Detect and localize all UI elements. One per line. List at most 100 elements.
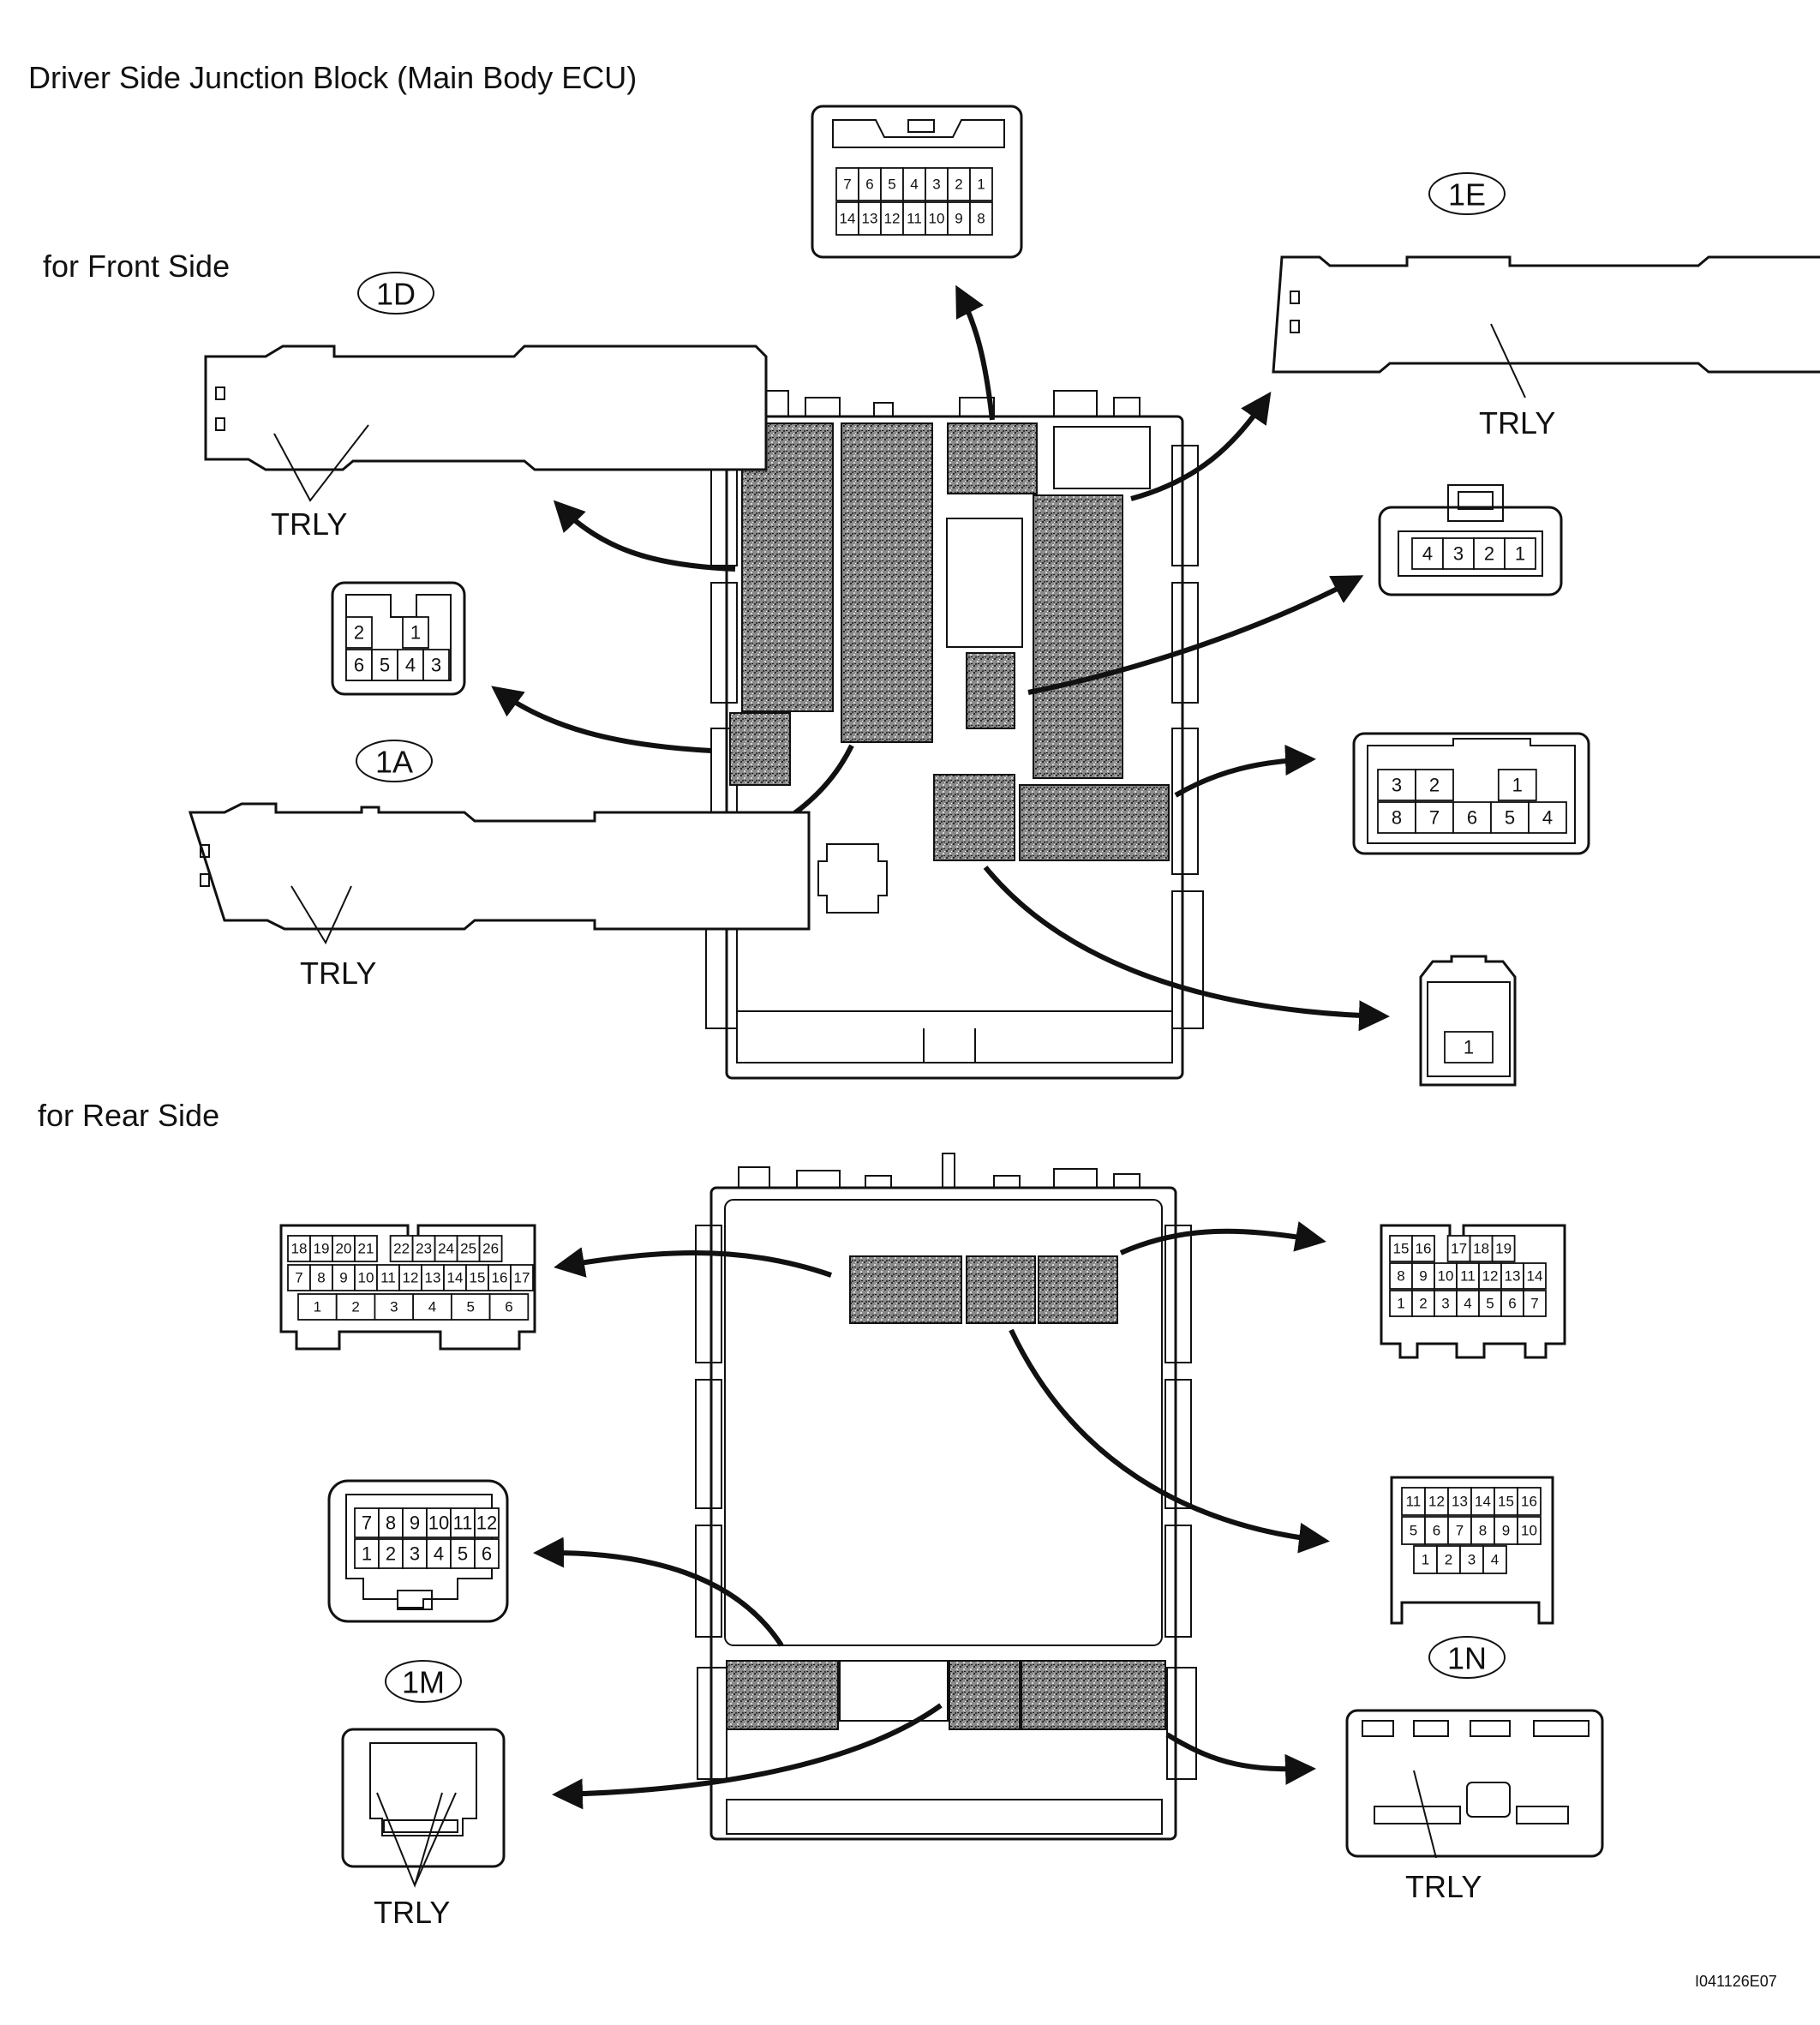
pin-number: 17	[514, 1270, 530, 1286]
pin-cell	[1452, 801, 1492, 834]
pin-number: 16	[1521, 1494, 1537, 1510]
pin-cell	[1389, 1262, 1413, 1290]
pin-cell	[412, 1293, 452, 1321]
pin-number: 4	[1491, 1552, 1499, 1568]
pin-cell	[925, 201, 949, 236]
pin-cell	[402, 616, 429, 649]
pin-number: 17	[1451, 1241, 1467, 1257]
pin-cell	[925, 167, 949, 201]
pin-cell	[1444, 1031, 1494, 1063]
pin-number: 12	[884, 211, 901, 227]
pin-cell	[1469, 1235, 1494, 1262]
socket-1pin	[933, 774, 1015, 861]
pin-number: 8	[386, 1513, 396, 1534]
pin-cell	[902, 167, 926, 201]
pin-number: 8	[317, 1270, 325, 1286]
socket-4pin	[966, 652, 1015, 729]
pin-number: 10	[929, 211, 945, 227]
pin-cell	[1411, 1235, 1435, 1262]
pin-number: 6	[1467, 807, 1477, 829]
pin-cell	[1491, 1235, 1516, 1262]
arrow-to-6pin	[491, 686, 712, 753]
pin-cell	[1415, 769, 1454, 801]
arrow-to-1m	[552, 1703, 943, 1810]
pin-cell	[1517, 1516, 1542, 1545]
connector-1pin: 1	[1419, 955, 1517, 1087]
pin-number: 11	[907, 211, 922, 227]
pin-cell	[969, 167, 993, 201]
pin-number: 4	[434, 1543, 444, 1565]
pin-cell	[474, 1538, 500, 1569]
pin-cell	[1490, 801, 1530, 834]
socket-1d	[741, 422, 834, 712]
pin-number: 4	[428, 1299, 436, 1315]
pin-number: 2	[1419, 1296, 1427, 1312]
pin-cell	[1377, 769, 1416, 801]
pin-cell	[1517, 1487, 1542, 1516]
pin-number: 7	[1456, 1523, 1464, 1539]
socket-8pin	[1019, 784, 1170, 861]
pin-cell	[1500, 1262, 1524, 1290]
pin-number: 3	[1453, 543, 1464, 565]
pin-cell	[422, 649, 450, 681]
pin-number: 2	[1429, 775, 1440, 796]
pin-cell	[1528, 801, 1567, 834]
arrow-to-4pin	[1027, 575, 1364, 695]
pin-cell	[858, 167, 882, 201]
pin-number: 11	[1460, 1268, 1476, 1285]
pin-cell	[1377, 801, 1416, 834]
pin-cell	[402, 1538, 428, 1569]
pin-number: 11	[380, 1270, 396, 1286]
front-junction-block	[705, 390, 1204, 1080]
pin-cell	[332, 1235, 356, 1262]
pin-number: 6	[1508, 1296, 1516, 1312]
pin-number: 19	[1495, 1241, 1512, 1257]
pin-cell	[1504, 537, 1536, 570]
pin-number: 4	[405, 655, 416, 676]
pin-number: 1	[314, 1299, 321, 1315]
pin-number: 2	[1484, 543, 1494, 565]
pin-cell	[434, 1235, 458, 1262]
trly-1m: TRLY	[374, 1895, 450, 1930]
pin-number: 15	[1498, 1494, 1514, 1510]
arrow-to-14pin	[955, 285, 995, 421]
pin-cell	[947, 167, 971, 201]
tag-1a: 1A	[375, 745, 413, 780]
pin-number: 12	[1428, 1494, 1445, 1510]
trly-1d: TRLY	[271, 506, 347, 542]
arrow-to-8pin	[1174, 745, 1316, 798]
pin-number: 15	[470, 1270, 486, 1286]
pin-number: 5	[1410, 1523, 1417, 1539]
pin-number: 1	[410, 622, 421, 644]
pin-number: 14	[447, 1270, 464, 1286]
pin-number: 5	[1486, 1296, 1494, 1312]
arrow-to-1e	[1130, 392, 1272, 501]
trly-1n: TRLY	[1405, 1869, 1482, 1904]
socket-26pin	[849, 1255, 962, 1324]
pin-number: 11	[453, 1513, 473, 1534]
socket-12pin	[726, 1660, 839, 1730]
socket-16pin	[1038, 1255, 1118, 1324]
pin-number: 2	[1445, 1552, 1452, 1568]
pin-number: 7	[362, 1513, 372, 1534]
socket-1e	[1033, 494, 1123, 779]
arrow-to-1pin	[983, 866, 1390, 1032]
connector-1n: 1N TRLY	[1345, 1636, 1604, 1904]
pin-number: 1	[362, 1543, 372, 1565]
pin-cell	[1459, 1545, 1484, 1574]
pin-number: 8	[1479, 1523, 1487, 1539]
pin-number: 6	[482, 1543, 492, 1565]
connector-1m: 1M TRLY	[341, 1660, 506, 1930]
trly-1a: TRLY	[300, 956, 376, 991]
pin-number: 4	[1422, 543, 1433, 565]
pin-cell	[947, 201, 971, 236]
diagram-title: Driver Side Junction Block (Main Body EC…	[28, 60, 637, 95]
pin-number: 11	[1406, 1494, 1422, 1510]
pin-cell	[309, 1264, 333, 1291]
pin-number: 6	[354, 655, 364, 676]
